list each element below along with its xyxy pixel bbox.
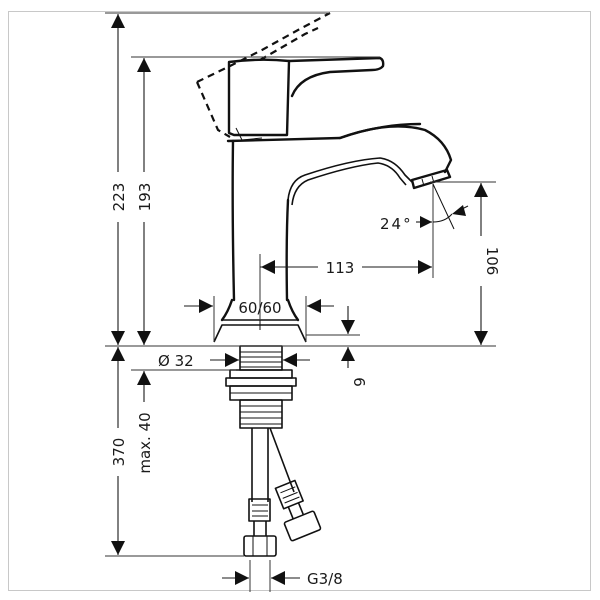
dim-113-label: 113 — [326, 259, 355, 277]
dim-hose-length: 370 — [110, 347, 128, 555]
dim-hose-connection: G3/8 — [222, 560, 343, 592]
dim-106-label: 106 — [483, 247, 501, 276]
dim-24deg-label: 24° — [380, 215, 413, 233]
dim-spout-angle: 24° — [380, 183, 469, 233]
dim-370-label: 370 — [110, 438, 128, 467]
dim-lever-height: 193 — [136, 58, 154, 345]
dim-overall-height: 223 — [110, 14, 128, 345]
dim-base-thickness: 6 — [306, 306, 368, 387]
dim-g38-label: G3/8 — [307, 570, 343, 588]
dim-max-deck-thickness: max. 40 — [136, 371, 154, 474]
dim-spout-height: 106 — [474, 183, 501, 345]
dim-60-60-label: 60/60 — [238, 299, 281, 317]
dim-base-footprint: 60/60 — [184, 296, 334, 342]
shank-assembly — [225, 345, 322, 557]
dim-diameter-32-label: Ø 32 — [158, 352, 194, 370]
dim-6-label: 6 — [350, 377, 368, 387]
dim-max-40-label: max. 40 — [136, 412, 154, 473]
dim-shank-diameter: Ø 32 — [158, 352, 310, 370]
dim-193-label: 193 — [136, 183, 154, 212]
tap-outline — [195, 12, 453, 343]
drawing-frame — [8, 11, 591, 591]
dim-spout-reach: 113 — [259, 184, 434, 320]
dim-223-label: 223 — [110, 183, 128, 212]
